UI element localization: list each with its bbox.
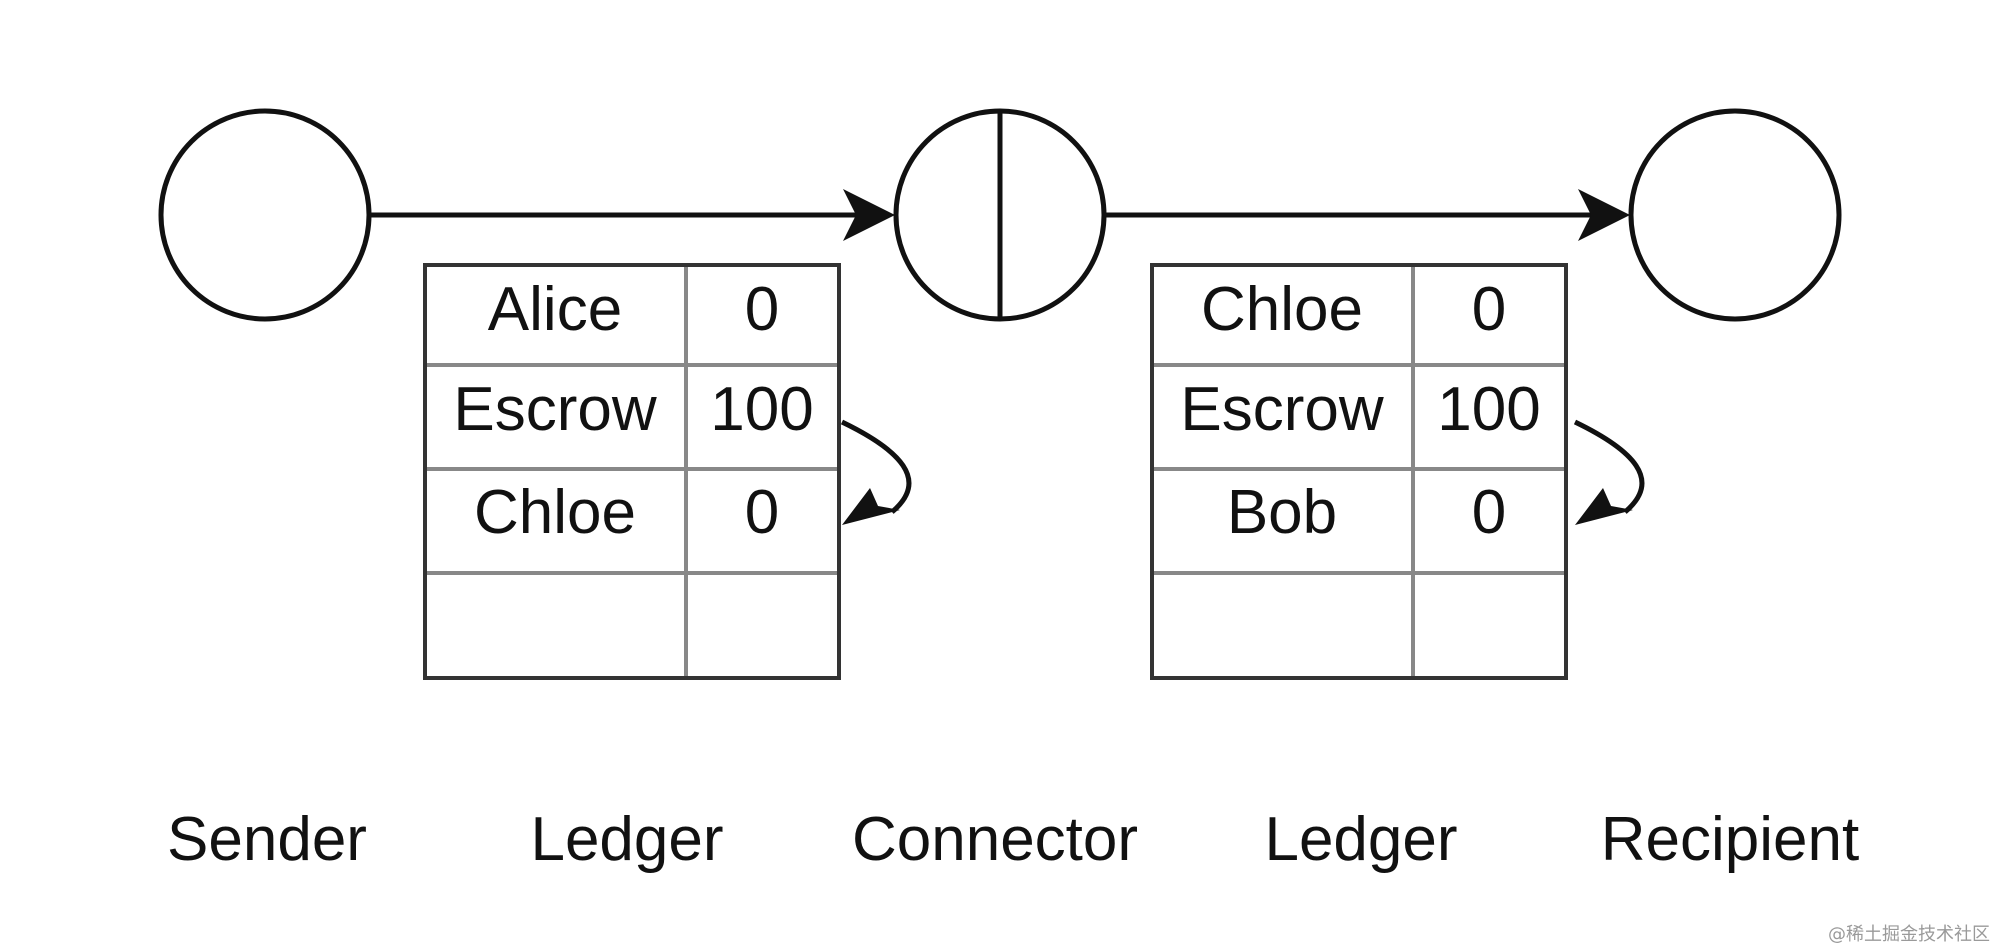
sender-label: Sender: [167, 805, 367, 874]
ledger-1-label: Ledger: [530, 805, 723, 874]
ledger-1-transfer-arrow: [840, 419, 912, 514]
ledger-1-transfer-arrowhead: [842, 488, 900, 525]
sender-to-connector-arrowhead: [843, 189, 895, 241]
connector-to-recipient-arrowhead: [1578, 189, 1630, 241]
ledger-2-row-2-name: Escrow: [1180, 375, 1383, 444]
ledger-1-row-2-name: Escrow: [453, 375, 656, 444]
ledger-2-row-1-name: Chloe: [1201, 275, 1363, 344]
watermark: @稀土掘金技术社区: [1828, 924, 1990, 945]
recipient-label: Recipient: [1601, 805, 1859, 874]
ledger-1-row-3-balance: 0: [745, 478, 779, 547]
ledger-2-row-1-balance: 0: [1472, 275, 1506, 344]
recipient-node: [1628, 108, 1842, 322]
connector-label: Connector: [852, 805, 1138, 874]
ledger-1-row-3-name: Chloe: [474, 478, 636, 547]
ledger-1-row-1-balance: 0: [745, 275, 779, 344]
sender-node: [158, 108, 372, 322]
ledger-2-row-3-balance: 0: [1472, 478, 1506, 547]
ledger-1-row-1-name: Alice: [488, 275, 622, 344]
ledger-table-1: Alice 0 Escrow 100 Chloe 0: [423, 263, 841, 680]
ledger-1-row-2-balance: 100: [710, 375, 813, 444]
ledger-2-transfer-arrow: [1573, 419, 1645, 514]
ledger-2-row-3-name: Bob: [1227, 478, 1337, 547]
ledger-2-label: Ledger: [1264, 805, 1457, 874]
ledger-2-row-2-balance: 100: [1437, 375, 1540, 444]
ledger-2-transfer-arrowhead: [1575, 488, 1633, 525]
connector-node: [893, 108, 1107, 322]
ledger-table-2: Chloe 0 Escrow 100 Bob 0: [1150, 263, 1568, 680]
